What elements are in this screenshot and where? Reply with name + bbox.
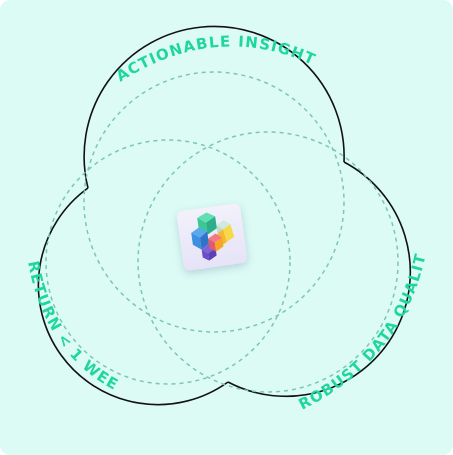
- label-return-one-week: RETURN < 1 WEEK: [0, 0, 122, 394]
- logo-tile: [176, 202, 248, 272]
- left-circle-outline: [37, 187, 229, 406]
- top-dashed-circle: [83, 71, 345, 333]
- outer-circles: [37, 25, 412, 406]
- left-dashed-circle: [45, 139, 291, 385]
- right-dashed-circle: [137, 131, 399, 393]
- label-actionable-insights: ACTIONABLE INSIGHTS: [0, 0, 319, 85]
- inner-dashed-circles: [45, 71, 399, 393]
- hexagon-cube-logo-icon: [191, 212, 235, 261]
- top-circle-outline: [83, 25, 345, 189]
- right-circle-outline: [227, 161, 412, 398]
